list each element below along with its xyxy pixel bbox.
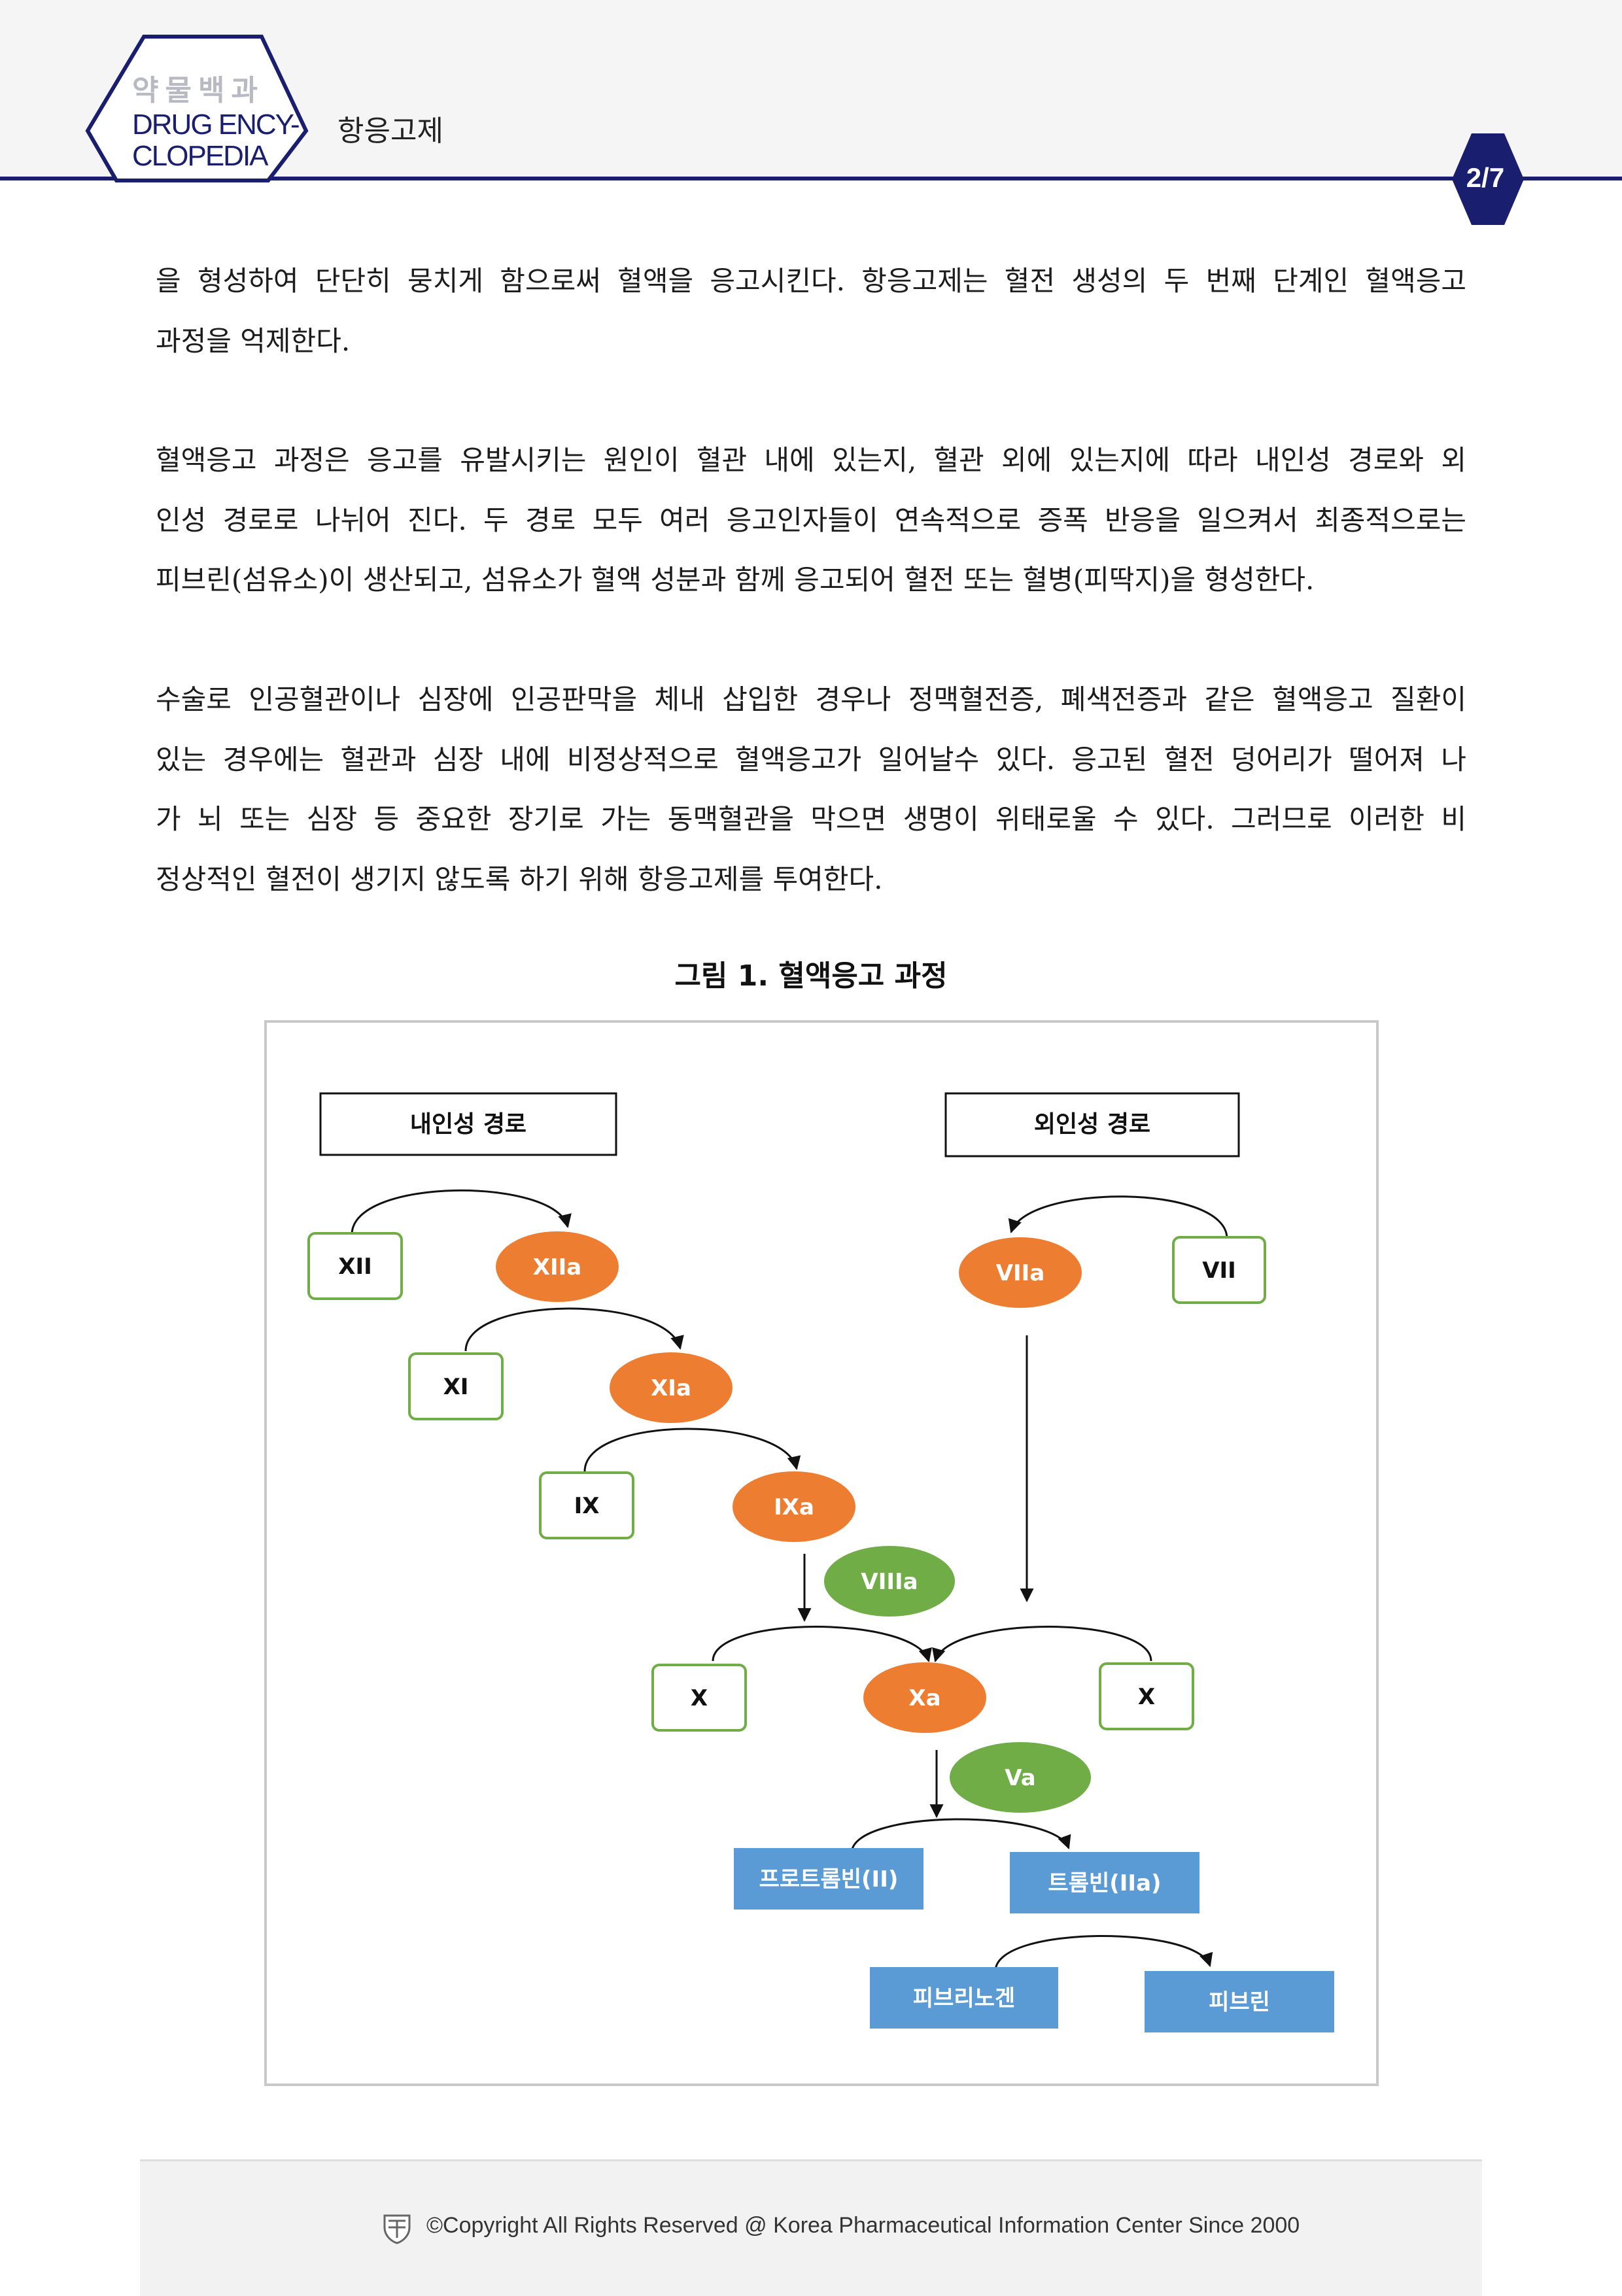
fibrinogen-box xyxy=(870,1967,1058,2029)
text-line: 혈액응고 과정은 응고를 유발시키는 원인이 혈관 내에 있는지, 혈관 외에 … xyxy=(156,444,1466,476)
factor-vii-label: VII xyxy=(1202,1258,1236,1284)
factor-va-label: Va xyxy=(1005,1765,1035,1791)
intrinsic-pathway-label: 내인성 경로 xyxy=(410,1111,526,1138)
extrinsic-pathway-box xyxy=(944,1092,1240,1157)
text-line: 피브린(섬유소)이 생산되고, 섬유소가 혈액 성분과 함께 응고되어 혈전 또… xyxy=(156,564,1315,596)
factor-ix-label: IX xyxy=(574,1493,600,1519)
prothrombin-label: 프로트롬빈(II) xyxy=(759,1866,899,1893)
page-badge xyxy=(1452,133,1524,225)
factor-viia-label: VIIa xyxy=(996,1260,1045,1286)
factor-xi-label: XI xyxy=(443,1374,469,1400)
prothrombin-box xyxy=(734,1848,923,1910)
fibrin-box xyxy=(1145,1971,1334,2032)
factor-xii-label: XII xyxy=(338,1254,372,1280)
factor-xa-label: Xa xyxy=(908,1685,940,1711)
factor-ixa-node xyxy=(733,1471,855,1542)
text-line: 인성 경로로 나뉘어 진다. 두 경로 모두 여러 응고인자들이 연속적으로 증… xyxy=(156,504,1466,536)
arrow-xi-xia xyxy=(464,1307,684,1352)
footer-band xyxy=(140,2159,1482,2296)
text-line: 있는 경우에는 혈관과 심장 내에 비정상적으로 혈액응고가 일어날수 있다. … xyxy=(156,743,1466,776)
arrow-vii-viia xyxy=(1008,1195,1228,1239)
factor-viiia-node xyxy=(824,1546,955,1617)
thrombin-box xyxy=(1010,1852,1199,1913)
factor-x-left-label: X xyxy=(691,1685,708,1711)
figure-caption: 그림 1. 혈액응고 과정 xyxy=(674,959,948,993)
arrow-ix-ixa xyxy=(583,1428,801,1472)
header-title: 항응고제 xyxy=(337,114,443,148)
text-line: 수술로 인공혈관이나 심장에 인공판막을 체내 삽입한 경우나 정맥혈전증, 폐… xyxy=(156,683,1466,715)
factor-x-right-label: X xyxy=(1138,1684,1155,1710)
intrinsic-pathway-box xyxy=(319,1092,617,1156)
inactive-factor-boxes xyxy=(307,1232,1266,1732)
text-line: 정상적인 혈전이 생기지 않도록 하기 위해 항응고제를 투여한다. xyxy=(156,863,883,895)
footer-copyright: ©Copyright All Rights Reserved @ Korea P… xyxy=(426,2213,1300,2238)
arrows xyxy=(351,1190,1228,1972)
logo-hexagon xyxy=(85,35,309,182)
text-line: 가 뇌 또는 심장 등 중요한 장기로 가는 동맥혈관을 막으면 생명이 위태로… xyxy=(156,803,1466,835)
factor-ixa-label: IXa xyxy=(774,1494,814,1520)
page-number: 2/7 xyxy=(1466,162,1505,193)
factor-xii-box xyxy=(307,1232,403,1300)
cofactors xyxy=(824,1546,1091,1813)
arrow-fibrinogen-fibrin xyxy=(994,1935,1213,1972)
shield-icon xyxy=(383,2214,411,2244)
factor-va-node xyxy=(950,1742,1091,1813)
text-line: 과정을 억제한다. xyxy=(156,324,351,357)
arrow-xright-xa xyxy=(932,1626,1152,1663)
logo-english-line2: CLOPEDIA xyxy=(132,140,269,172)
fibrinogen-label: 피브리노겐 xyxy=(913,1985,1015,2012)
arrow-xii-xiia xyxy=(351,1190,572,1235)
text-line: 을 형성하여 단단히 뭉치게 함으로써 혈액을 응고시킨다. 항응고제는 혈전 … xyxy=(156,265,1466,297)
logo-english-line1: DRUG ENCY- xyxy=(132,109,300,141)
factor-viia-node xyxy=(959,1237,1082,1308)
factor-xiia-label: XIIa xyxy=(533,1254,581,1280)
factor-xi-box xyxy=(408,1352,504,1420)
factor-xia-label: XIa xyxy=(651,1375,691,1401)
factor-vii-box xyxy=(1172,1236,1266,1304)
paragraph-2: 혈액응고 과정은 응고를 유발시키는 원인이 혈관 내에 있는지, 혈관 외에 … xyxy=(156,430,1466,610)
extrinsic-pathway-label: 외인성 경로 xyxy=(1034,1111,1150,1138)
paragraph-3: 수술로 인공혈관이나 심장에 인공판막을 체내 삽입한 경우나 정맥혈전증, 폐… xyxy=(156,670,1466,909)
figure-frame xyxy=(264,1020,1379,2086)
paragraph-1: 을 형성하여 단단히 뭉치게 함으로써 혈액을 응고시킨다. 항응고제는 혈전 … xyxy=(156,251,1466,371)
factor-x-right-box xyxy=(1099,1662,1194,1730)
product-boxes xyxy=(734,1848,1334,2032)
arrow-prothrombin-thrombin xyxy=(850,1818,1071,1854)
header-graphics xyxy=(0,35,1622,225)
activated-factors xyxy=(496,1231,1082,1733)
factor-xiia-node xyxy=(496,1231,619,1302)
thrombin-label: 트롬빈(IIa) xyxy=(1048,1870,1161,1896)
factor-x-left-box xyxy=(651,1664,747,1732)
fibrin-label: 피브린 xyxy=(1209,1989,1270,2015)
arrow-xleft-xa xyxy=(712,1626,932,1663)
factor-xia-node xyxy=(610,1352,733,1423)
logo-korean: 약물백과 xyxy=(132,74,264,107)
factor-ix-box xyxy=(539,1471,634,1539)
factor-viiia-label: VIIIa xyxy=(861,1569,918,1595)
factor-xa-node xyxy=(863,1662,986,1733)
